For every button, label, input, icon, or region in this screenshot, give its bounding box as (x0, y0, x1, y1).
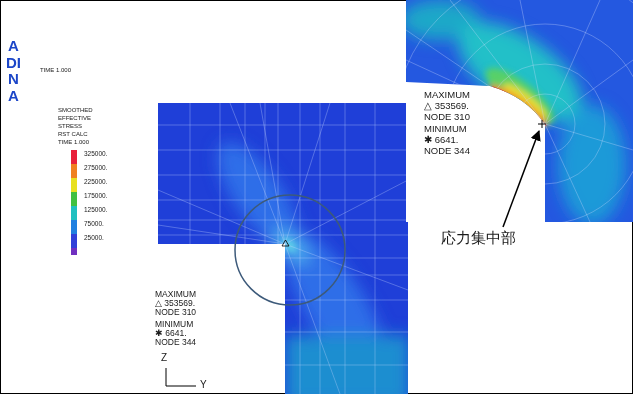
label-holder: MAXIMUM (424, 90, 470, 100)
label-holder: EFFECTIVE (58, 115, 91, 121)
label-holder: ✱ 6641. (155, 329, 187, 338)
legend-heading: EFFECTIVE (58, 115, 91, 121)
leader-arrow (503, 131, 539, 227)
label-holder: MINIMUM (155, 320, 193, 329)
axis-label: Z (161, 353, 167, 363)
legend-heading: STRESS (58, 123, 82, 129)
label-holder: MAXIMUM (155, 290, 196, 299)
min-label: MINIMUM (424, 124, 467, 134)
label-holder: Y (200, 380, 207, 390)
node-number: NODE 344 (424, 146, 470, 156)
label-holder: 325000. (84, 151, 108, 158)
callout-label: 応力集中部 (441, 231, 516, 246)
label-holder: NODE 344 (424, 146, 470, 156)
label-holder: 275000. (84, 165, 108, 172)
time-label: TIME 1.000 (40, 67, 71, 73)
legend-swatch (71, 178, 77, 192)
label-holder: TIME 1.000 (58, 139, 89, 145)
label-holder: △ 353569. (155, 299, 195, 308)
label-holder: Z (161, 353, 167, 363)
min-label: MINIMUM (155, 320, 193, 329)
node-number: NODE 344 (155, 338, 196, 347)
label-holder: △ 353569. (424, 101, 469, 111)
legend-swatch (71, 150, 77, 164)
label-holder: 225000. (84, 179, 108, 186)
legend-swatch (71, 206, 77, 220)
axis-triad (166, 368, 196, 386)
label-holder: ✱ 6641. (424, 135, 458, 145)
max-value: △ 353569. (155, 299, 195, 308)
label-holder: 応力集中部 (441, 231, 516, 246)
legend-value: 75000. (84, 221, 104, 228)
legend-value: 225000. (84, 179, 108, 186)
legend-value: 275000. (84, 165, 108, 172)
logo: ADINA (6, 38, 21, 104)
node-number: NODE 310 (424, 112, 470, 122)
legend-swatch (71, 220, 77, 234)
legend-heading: RST CALC (58, 131, 88, 137)
label-holder: 75000. (84, 221, 104, 228)
legend-swatch (71, 192, 77, 206)
label-holder: STRESS (58, 123, 82, 129)
max-marker (282, 240, 289, 246)
max-label: MAXIMUM (424, 90, 470, 100)
label-holder: 25000. (84, 235, 104, 242)
label-holder: NODE 310 (424, 112, 470, 122)
legend-value: 125000. (84, 207, 108, 214)
label-holder: 125000. (84, 207, 108, 214)
label-holder: SMOOTHED (58, 107, 93, 113)
label-holder: ADINA (6, 38, 21, 104)
l-shaped-model (150, 100, 420, 394)
max-value: △ 353569. (424, 101, 469, 111)
label-holder: TIME 1.000 (40, 67, 71, 73)
label-holder: MINIMUM (424, 124, 467, 134)
axis-label: Y (200, 380, 207, 390)
legend-swatch (71, 234, 77, 248)
max-label: MAXIMUM (155, 290, 196, 299)
legend-value: 325000. (84, 151, 108, 158)
min-value: ✱ 6641. (424, 135, 458, 145)
legend-swatch (71, 164, 77, 178)
min-value: ✱ 6641. (155, 329, 187, 338)
label-holder: 175000. (84, 193, 108, 200)
legend-heading: SMOOTHED (58, 107, 93, 113)
legend-heading: TIME 1.000 (58, 139, 89, 145)
zoom-circle (235, 195, 345, 305)
label-holder: NODE 344 (155, 338, 196, 347)
max-marker (538, 120, 546, 128)
legend-value: 25000. (84, 235, 104, 242)
legend-value: 175000. (84, 193, 108, 200)
label-holder: NODE 310 (155, 308, 196, 317)
inset-zoom (395, 0, 633, 274)
node-number: NODE 310 (155, 308, 196, 317)
label-holder: RST CALC (58, 131, 88, 137)
colorbar-end (71, 248, 77, 255)
